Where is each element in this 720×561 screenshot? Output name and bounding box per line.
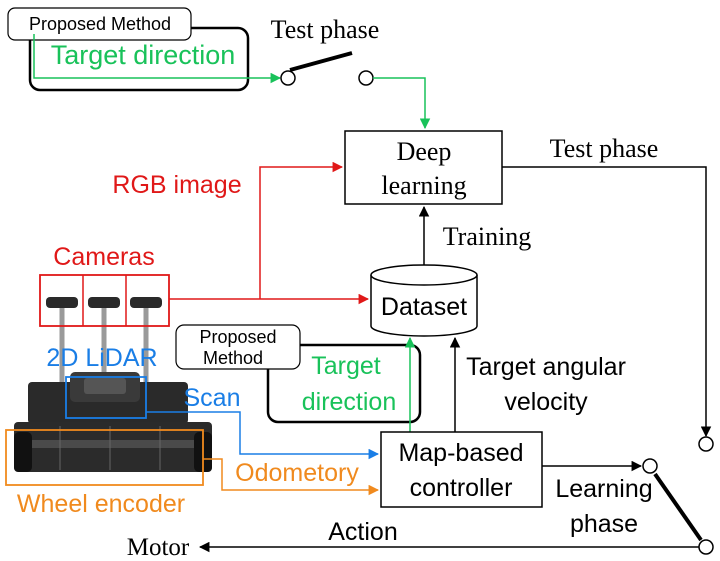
learning-switch-contact (642, 458, 658, 474)
odometry-arrow (203, 458, 380, 496)
test-phase-output-label: Test phase (550, 134, 659, 163)
camera-center-icon (88, 297, 120, 308)
mid-proposed-group: Proposed Method Target direction (175, 324, 422, 432)
mid-proposed-method-line1: Proposed (199, 327, 276, 347)
rgb-image-label: RGB image (112, 171, 241, 199)
action-label: Action (328, 518, 397, 546)
scan-label: Scan (184, 384, 241, 412)
deep-learning-line1: Deep (397, 137, 452, 166)
cameras-box (39, 274, 170, 327)
wheel-encoder-box (5, 429, 204, 486)
odometry-label: Odometory (235, 459, 359, 487)
camera-left-icon (46, 297, 78, 308)
test-phase-switch-label: Test phase (271, 15, 380, 44)
deep-learning-output-arrow (502, 166, 712, 438)
scan-arrow (146, 411, 380, 460)
controller-box (380, 431, 543, 508)
dataset-text: Dataset (381, 293, 467, 321)
lidar-label: 2D LiDAR (46, 344, 157, 372)
target-angular-velocity-line1: Target angular (466, 353, 626, 381)
motor-label: Motor (127, 534, 190, 561)
controller-line2: controller (410, 474, 513, 502)
switch-icon (280, 70, 296, 86)
controller-line1: Map-based (398, 439, 523, 467)
top-proposed-group: Proposed Method Target direction (7, 7, 282, 92)
mid-proposed-method-line2: Method (203, 348, 263, 368)
camera-right-icon (130, 297, 162, 308)
cameras-label: Cameras (53, 243, 154, 271)
top-proposed-method-tag (7, 7, 192, 41)
switch-blade (289, 51, 353, 72)
mid-target-direction-box (266, 343, 422, 424)
output-switch-pivot (698, 539, 714, 555)
mid-target-line1: Target (311, 352, 381, 380)
top-target-direction-label: Target direction (51, 40, 236, 70)
cylinder-top (370, 264, 478, 286)
switch-to-deep-learning-arrow (373, 77, 431, 130)
wheel-encoder-label: Wheel encoder (17, 490, 185, 518)
top-proposed-method-text: Proposed Method (29, 14, 171, 34)
test-switch-contact (698, 436, 714, 452)
training-label: Training (443, 222, 532, 251)
learning-phase-line1: Learning (555, 475, 652, 503)
output-switch-blade (653, 472, 703, 542)
learning-phase-line2: phase (570, 510, 638, 538)
cameras-group (39, 274, 170, 382)
switch-contact (358, 70, 374, 86)
dataset-block: Dataset (370, 264, 478, 337)
mid-proposed-method-tag (175, 324, 301, 370)
rgb-image-arrow (259, 161, 344, 299)
mid-target-line2: direction (302, 388, 397, 416)
deep-learning-line2: learning (381, 171, 466, 200)
controller-block: Map-based controller (380, 431, 543, 508)
cylinder-icon (370, 275, 478, 337)
lidar-box (65, 376, 147, 419)
top-target-direction-arrow (33, 34, 282, 84)
deep-learning-block: Deep learning (344, 130, 503, 205)
robot-icon (14, 372, 212, 472)
deep-learning-box (344, 130, 503, 205)
target-angular-velocity-line2: velocity (504, 388, 588, 416)
test-phase-switch: Test phase (271, 15, 431, 130)
